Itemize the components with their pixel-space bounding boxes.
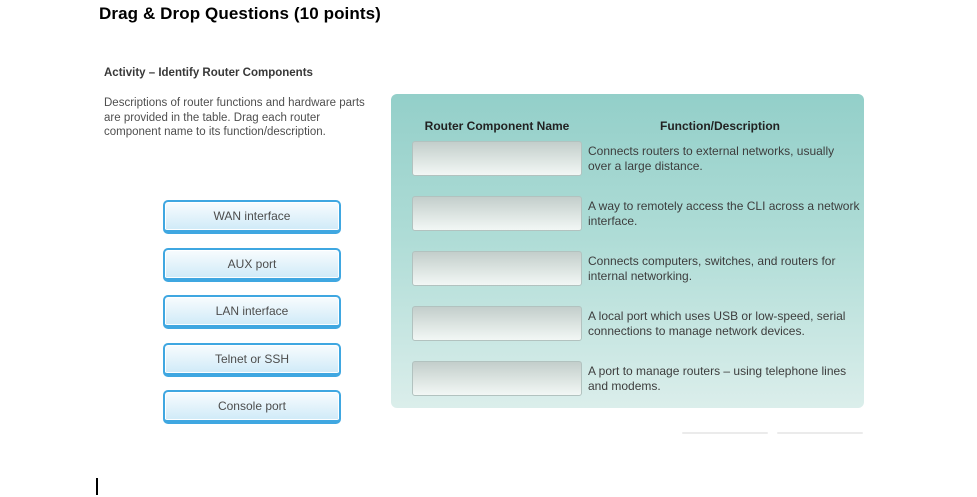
page-title: Drag & Drop Questions (10 points) [99,4,381,23]
dropzone-row-3[interactable] [412,251,582,286]
drag-item-list: WAN interface AUX port LAN interface Tel… [163,200,341,424]
drag-item-wan-interface[interactable]: WAN interface [163,200,341,234]
activity-table-panel: Router Component Name Function/Descripti… [391,94,864,408]
activity-instructions: Descriptions of router functions and har… [104,97,365,139]
dropzone-row-5[interactable] [412,361,582,396]
row-description-4: A local port which uses USB or low-speed… [588,309,846,338]
text-caret [96,478,98,495]
column-header-component-name: Router Component Name [424,119,570,133]
activity-heading: Activity – Identify Router Components [104,67,313,79]
drag-item-label: AUX port [227,257,277,271]
dropzone-row-4[interactable] [412,306,582,341]
drag-item-console-port[interactable]: Console port [163,390,341,424]
drag-item-telnet-or-ssh[interactable]: Telnet or SSH [163,343,341,377]
drag-item-label: Console port [217,399,287,413]
drag-item-label: LAN interface [215,304,289,318]
faint-divider-line-right [777,432,863,434]
column-header-function-description: Function/Description [660,119,780,133]
drag-item-aux-port[interactable]: AUX port [163,248,341,282]
faint-divider-line-left [682,432,768,434]
row-description-1: Connects routers to external networks, u… [588,144,835,173]
drag-item-label: Telnet or SSH [214,352,290,366]
drag-item-lan-interface[interactable]: LAN interface [163,295,341,329]
dropzone-row-2[interactable] [412,196,582,231]
row-description-2: A way to remotely access the CLI across … [588,199,860,228]
drag-item-label: WAN interface [213,209,291,223]
row-description-3: Connects computers, switches, and router… [588,254,836,283]
dropzone-row-1[interactable] [412,141,582,176]
row-description-5: A port to manage routers – using telepho… [588,364,847,393]
